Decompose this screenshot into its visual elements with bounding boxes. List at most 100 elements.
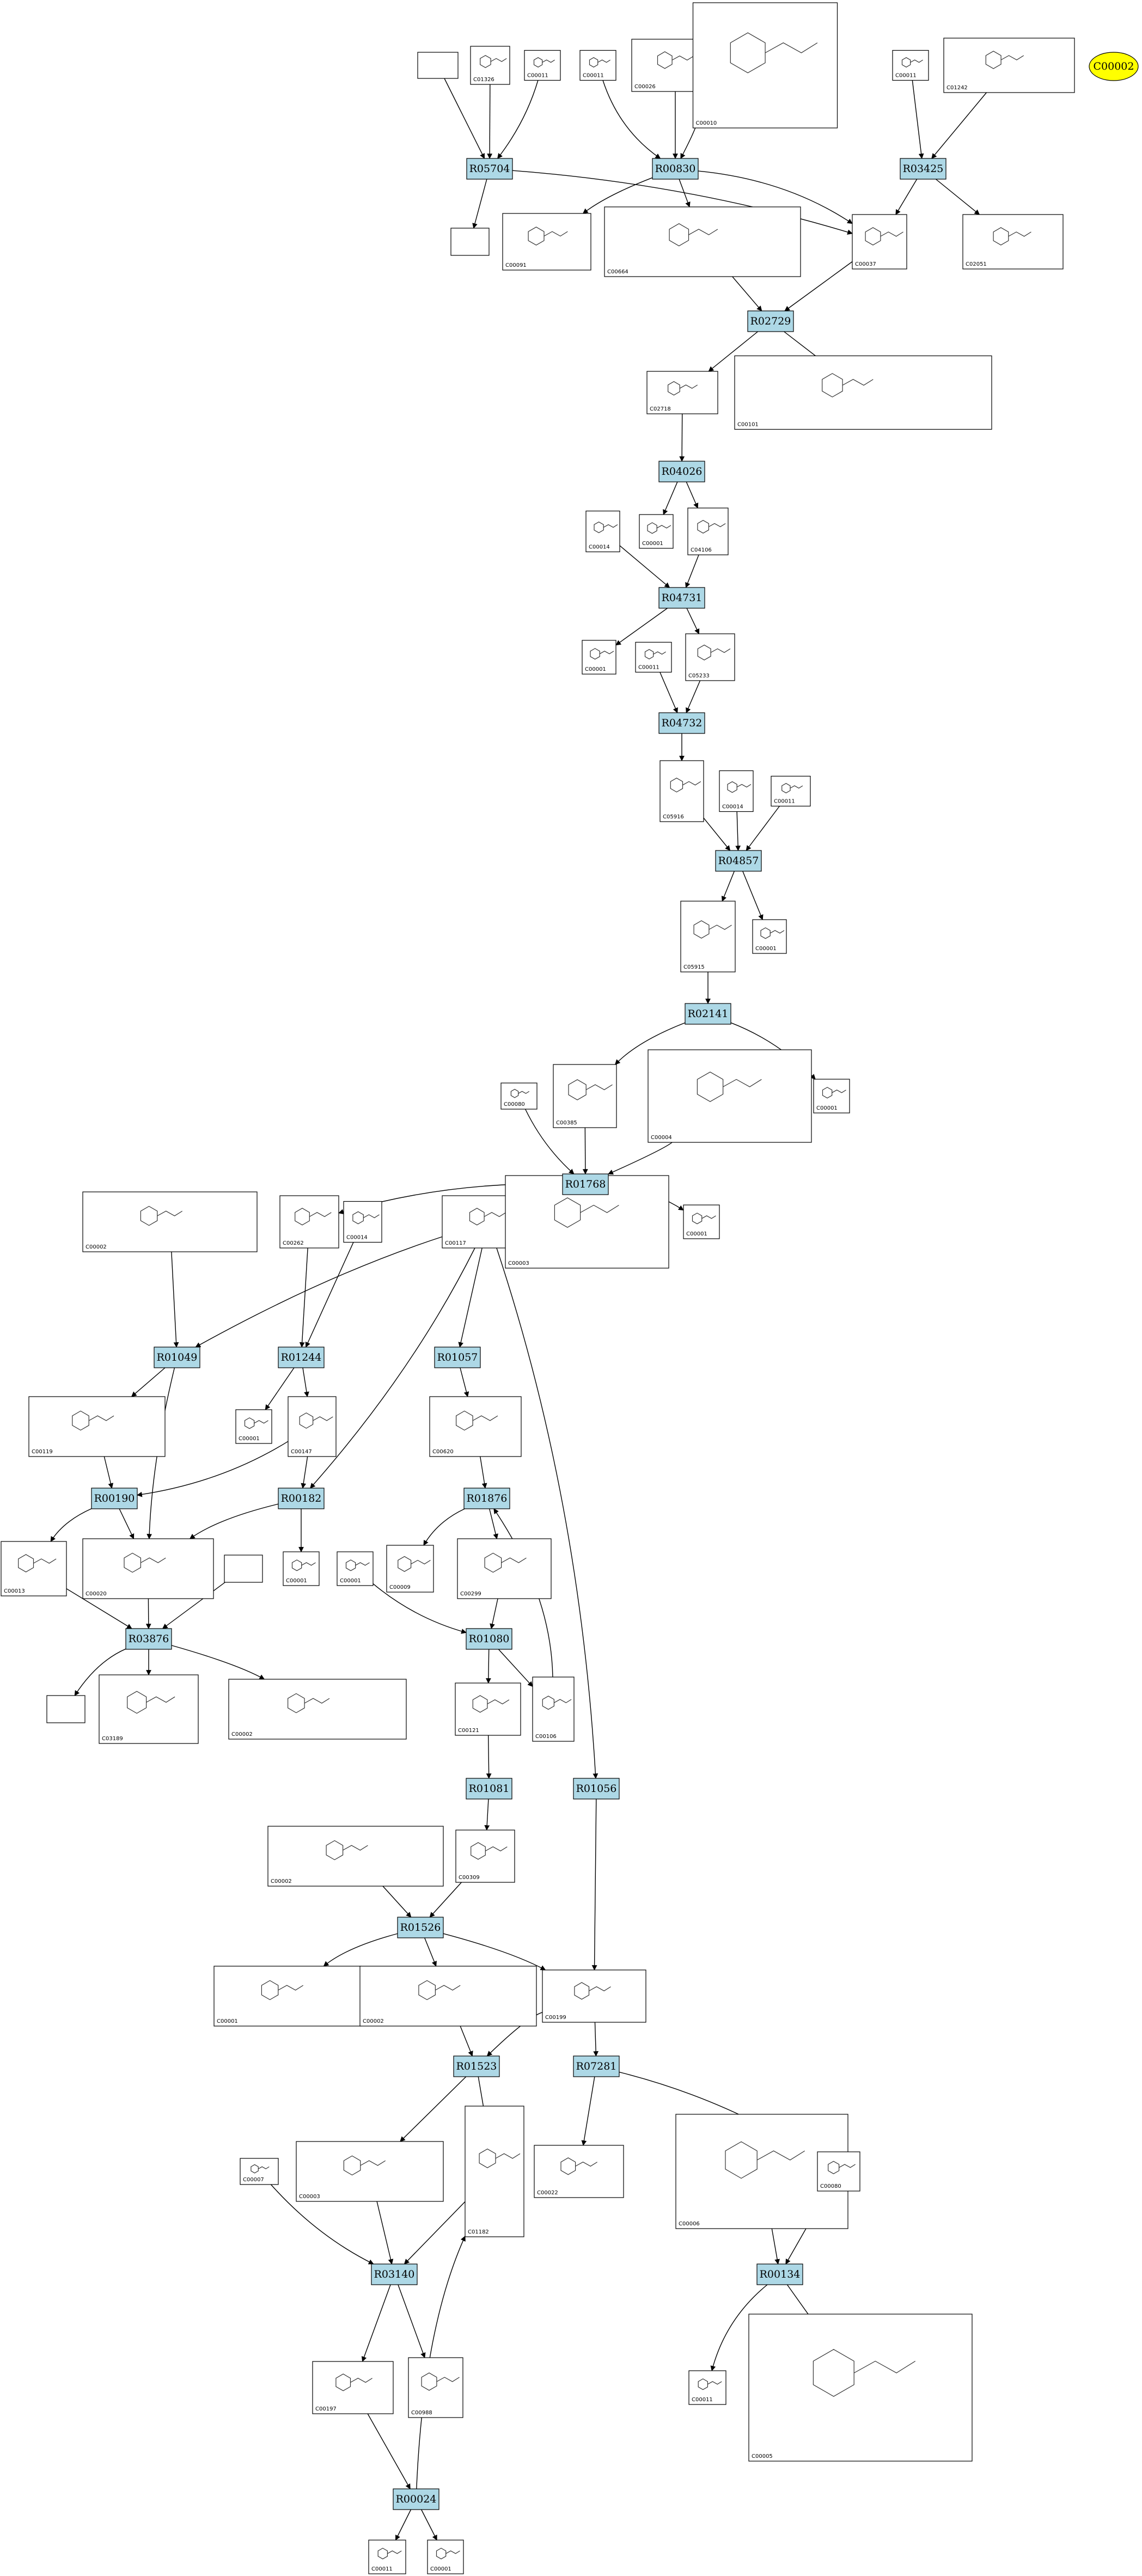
reaction-node[interactable]: R07281 bbox=[573, 2055, 620, 2077]
reaction-node[interactable]: R00830 bbox=[652, 158, 699, 180]
reaction-node[interactable]: R01057 bbox=[434, 1347, 481, 1368]
compound-node[interactable]: C00011 bbox=[524, 50, 561, 81]
compound-node[interactable]: C00009 bbox=[386, 1545, 434, 1593]
compound-label: C00011 bbox=[583, 73, 604, 79]
compound-node[interactable]: C00011 bbox=[579, 50, 616, 81]
compound-node[interactable]: C00022 bbox=[534, 2145, 624, 2198]
compound-node[interactable]: C00309 bbox=[455, 1829, 515, 1883]
reaction-node[interactable]: R01526 bbox=[397, 1917, 444, 1938]
edge-C00011_d-to-R04732 bbox=[659, 672, 678, 713]
compound-node[interactable]: C00001 bbox=[752, 919, 787, 954]
compound-node[interactable]: C00080 bbox=[817, 2151, 860, 2192]
compound-node[interactable]: C01182 bbox=[465, 2106, 524, 2237]
reaction-node[interactable]: R04857 bbox=[715, 850, 762, 872]
highlight-ellipse[interactable] bbox=[1089, 52, 1139, 81]
compound-node[interactable]: C00010 bbox=[692, 2, 838, 129]
compound-node[interactable]: C00001 bbox=[283, 1551, 320, 1586]
compound-node[interactable]: C00013 bbox=[1, 1541, 67, 1596]
reaction-node[interactable]: R03140 bbox=[371, 2263, 418, 2285]
compound-node[interactable]: C00106 bbox=[532, 1676, 575, 1742]
compound-node[interactable]: C04106 bbox=[687, 507, 729, 555]
reaction-node[interactable]: R02141 bbox=[685, 1003, 731, 1025]
compound-node[interactable]: C00037 bbox=[852, 214, 907, 270]
compound-node[interactable]: C00001 bbox=[683, 1204, 720, 1239]
compound-node[interactable]: C00001 bbox=[427, 2540, 464, 2574]
reaction-node[interactable]: R01080 bbox=[466, 1628, 512, 1650]
compound-node[interactable]: C00003 bbox=[296, 2141, 444, 2202]
reaction-node[interactable]: R04732 bbox=[658, 712, 705, 734]
structure-sketch bbox=[697, 519, 726, 534]
compound-node[interactable]: C00002 bbox=[228, 1679, 407, 1740]
compound-node[interactable]: C05233 bbox=[685, 633, 735, 681]
compound-node[interactable]: C00385 bbox=[553, 1064, 617, 1128]
compound-node[interactable]: C00002 bbox=[267, 1826, 444, 1887]
compound-node[interactable]: C00001 bbox=[582, 640, 616, 675]
reaction-node[interactable]: R01768 bbox=[562, 1173, 609, 1195]
compound-node[interactable]: C03189 bbox=[99, 1674, 199, 1744]
compound-node[interactable]: C00011 bbox=[368, 2540, 406, 2574]
compound-node[interactable]: C00001 bbox=[235, 1409, 272, 1444]
reaction-box bbox=[91, 1488, 138, 1509]
compound-node[interactable]: C00262 bbox=[279, 1195, 339, 1249]
reaction-node[interactable]: R04026 bbox=[658, 461, 705, 482]
compound-node[interactable]: C00620 bbox=[429, 1396, 522, 1457]
compound-node[interactable]: C01326 bbox=[470, 46, 510, 85]
reaction-node[interactable]: R00190 bbox=[91, 1488, 138, 1509]
reaction-node[interactable]: R04731 bbox=[658, 587, 705, 609]
compound-node[interactable]: C00080 bbox=[500, 1082, 538, 1110]
reaction-node[interactable]: R01049 bbox=[154, 1347, 200, 1368]
reaction-node[interactable]: R03425 bbox=[900, 158, 946, 180]
reaction-node[interactable]: R01081 bbox=[466, 1778, 512, 1800]
compound-node[interactable]: C00014 bbox=[719, 770, 754, 812]
reaction-node[interactable]: R05704 bbox=[466, 158, 513, 180]
compound-node[interactable]: C00011 bbox=[771, 775, 811, 807]
reaction-node[interactable]: R01056 bbox=[573, 1778, 620, 1800]
compound-node[interactable]: C02051 bbox=[962, 214, 1064, 270]
compound-node[interactable]: C00197 bbox=[312, 2361, 394, 2414]
reaction-node[interactable]: R01523 bbox=[453, 2055, 500, 2077]
compound-node[interactable]: C00988 bbox=[408, 2357, 463, 2418]
compound-node[interactable]: C00001 bbox=[337, 1551, 374, 1586]
ring-glyph bbox=[813, 2349, 854, 2397]
reaction-node[interactable]: R00182 bbox=[278, 1488, 325, 1509]
reaction-node[interactable]: R00024 bbox=[393, 2488, 439, 2510]
compound-node[interactable]: C05915 bbox=[680, 901, 736, 972]
compound-node[interactable]: C05916 bbox=[659, 760, 704, 822]
reaction-node[interactable]: R01244 bbox=[278, 1347, 325, 1368]
compound-node[interactable]: C00002 bbox=[359, 1966, 537, 2027]
compound-node[interactable]: C00664 bbox=[604, 206, 801, 277]
compound-node[interactable]: C00001 bbox=[813, 1079, 850, 1113]
compound-node[interactable]: C00101 bbox=[734, 355, 992, 430]
reaction-node[interactable]: R02729 bbox=[747, 310, 794, 332]
compound-node[interactable]: C00014 bbox=[343, 1201, 382, 1243]
bond-glyph bbox=[707, 2381, 722, 2385]
compound-node[interactable]: C02718 bbox=[646, 371, 718, 414]
compound-node[interactable]: C00011 bbox=[635, 641, 672, 673]
compound-node[interactable]: C00199 bbox=[542, 1969, 646, 2023]
compound-node[interactable]: C00147 bbox=[288, 1396, 337, 1457]
reaction-node[interactable]: R00134 bbox=[756, 2263, 803, 2285]
compound-node[interactable] bbox=[46, 1695, 86, 1723]
compound-node[interactable]: C00091 bbox=[502, 213, 591, 271]
edge-C00080-to-R01768 bbox=[524, 1109, 575, 1174]
compound-node[interactable]: C00007 bbox=[240, 2158, 279, 2185]
compound-node[interactable] bbox=[224, 1555, 263, 1583]
edge-R01526-to-C00002_d bbox=[424, 1937, 437, 1967]
compound-node[interactable]: C00020 bbox=[82, 1538, 214, 1599]
compound-node[interactable]: C00011 bbox=[688, 2370, 726, 2405]
compound-node[interactable] bbox=[450, 228, 490, 256]
compound-node[interactable]: C00002 bbox=[82, 1191, 258, 1252]
compound-node[interactable]: C00299 bbox=[457, 1538, 552, 1599]
compound-node[interactable]: C00014 bbox=[585, 510, 620, 553]
reaction-node[interactable]: R01876 bbox=[463, 1488, 510, 1509]
compound-node[interactable] bbox=[417, 52, 459, 79]
reaction-node[interactable]: R03876 bbox=[125, 1628, 172, 1650]
compound-node[interactable]: C00121 bbox=[455, 1682, 521, 1736]
compound-node[interactable]: C00001 bbox=[213, 1966, 362, 2027]
compound-node[interactable]: C00011 bbox=[892, 50, 929, 81]
compound-node[interactable]: C01242 bbox=[943, 38, 1075, 93]
compound-node[interactable]: C00001 bbox=[639, 514, 674, 549]
compound-node[interactable]: C00004 bbox=[648, 1049, 812, 1143]
compound-node[interactable]: C00119 bbox=[28, 1396, 166, 1457]
compound-node[interactable]: C00005 bbox=[748, 2314, 973, 2462]
